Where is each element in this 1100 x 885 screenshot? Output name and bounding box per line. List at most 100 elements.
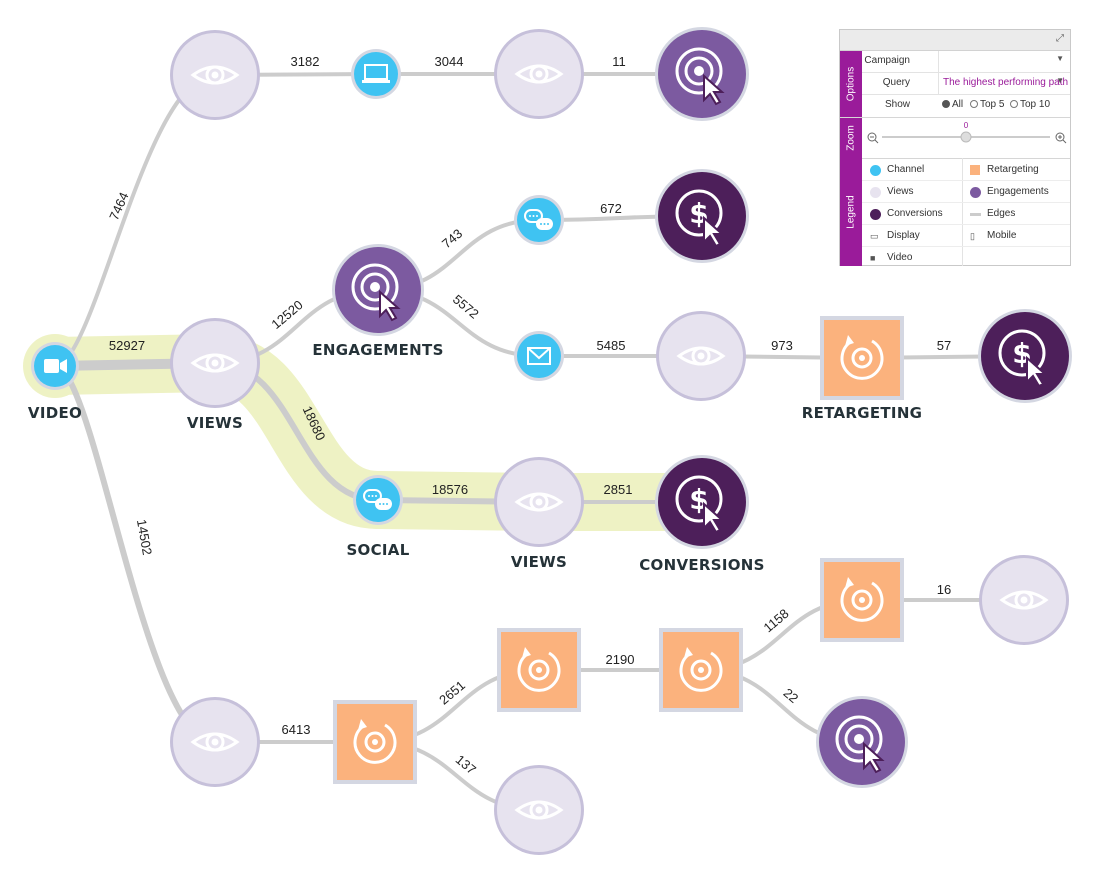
query-row: Query The highest performing path ▼ <box>862 73 1070 95</box>
retarget-icon <box>679 647 723 692</box>
node-v2[interactable] <box>170 318 260 408</box>
node-v1[interactable] <box>170 30 260 120</box>
campaign-select[interactable]: ▼ <box>938 51 1070 72</box>
radio-icon <box>1010 100 1018 108</box>
mobile-icon: ▯ <box>970 231 975 241</box>
node-conv1[interactable]: $ <box>655 169 749 263</box>
edge-label: 12520 <box>268 297 305 332</box>
node-v7[interactable] <box>979 555 1069 645</box>
mail-icon <box>527 347 551 365</box>
node-eng1[interactable] <box>655 27 749 121</box>
eye-icon <box>190 353 240 373</box>
conversion-swatch <box>870 209 881 220</box>
captions-layer: VIDEOVIEWSENGAGEMENTSRETARGETINGSOCIALVI… <box>28 341 922 574</box>
edge-label: 743 <box>439 226 465 251</box>
panel-header: ⤢ <box>840 30 1070 51</box>
edge-label: 2190 <box>606 652 635 667</box>
node-caption-ret1: RETARGETING <box>802 404 923 422</box>
retarget-icon <box>353 719 397 764</box>
node-v6[interactable] <box>494 457 584 547</box>
show-row: Show All Top 5 Top 10 <box>862 95 1070 116</box>
eye-icon <box>676 346 726 366</box>
retargeting-swatch <box>970 165 980 175</box>
show-top10-radio[interactable]: Top 10 <box>1010 99 1050 110</box>
query-label: Query <box>882 77 910 88</box>
edge-label: 16 <box>937 582 951 597</box>
edge-label: 22 <box>781 685 802 706</box>
collapse-icon[interactable]: ⤢ <box>1056 33 1064 44</box>
edge-label: 672 <box>600 201 622 216</box>
engagement-swatch <box>970 187 981 198</box>
node-video[interactable] <box>31 342 79 390</box>
video-camera-icon: ■ <box>870 253 876 263</box>
show-label: Show <box>884 99 910 110</box>
zoom-out-icon[interactable] <box>867 132 879 144</box>
dollar-click-icon: $ <box>998 329 1048 388</box>
radio-checked-icon <box>942 100 950 108</box>
zoom-control: 0 <box>867 121 1067 144</box>
node-caption-eng2: ENGAGEMENTS <box>312 341 443 359</box>
retarget-icon <box>840 335 884 380</box>
edge-label: 5485 <box>597 338 626 353</box>
legend-tab[interactable]: Legend <box>840 158 862 266</box>
show-top5-radio[interactable]: Top 5 <box>970 99 1004 110</box>
edge-label: 3182 <box>291 54 320 69</box>
zoom-tab[interactable]: Zoom <box>840 118 862 158</box>
legend-row-divider <box>862 180 1070 181</box>
legend-row-divider <box>862 202 1070 203</box>
legend-divider <box>962 158 963 266</box>
node-ret2[interactable] <box>333 700 417 784</box>
node-ret5[interactable] <box>820 558 904 642</box>
edge-label: 18576 <box>432 482 468 497</box>
node-v3[interactable] <box>170 697 260 787</box>
node-social[interactable] <box>353 475 403 525</box>
legend-row-divider <box>862 224 1070 225</box>
node-conv2[interactable]: $ <box>978 309 1072 403</box>
dollar-click-icon: $ <box>675 475 725 534</box>
eye-icon <box>514 492 564 512</box>
node-v5[interactable] <box>656 311 746 401</box>
nodes-layer: $ $ $ <box>31 27 1072 855</box>
zoom-slider-thumb[interactable] <box>960 131 972 143</box>
laptop-icon <box>362 64 390 83</box>
zoom-in-icon[interactable] <box>1055 132 1067 144</box>
node-ret3[interactable] <box>497 628 581 712</box>
retarget-icon <box>840 577 884 622</box>
node-ret4[interactable] <box>659 628 743 712</box>
node-v4[interactable] <box>494 29 584 119</box>
node-ret1[interactable] <box>820 316 904 400</box>
node-caption-video: VIDEO <box>28 404 82 422</box>
options-tab[interactable]: Options <box>840 51 862 117</box>
eye-icon <box>514 800 564 820</box>
campaign-label: Campaign <box>864 55 910 66</box>
click-target-icon <box>835 715 885 774</box>
chevron-down-icon: ▼ <box>1056 54 1064 63</box>
click-target-icon <box>675 47 725 106</box>
show-all-radio[interactable]: All <box>942 99 963 110</box>
node-eng3[interactable] <box>816 696 908 788</box>
query-select[interactable]: The highest performing path ▼ <box>938 73 1070 94</box>
chevron-down-icon: ▼ <box>1056 76 1064 85</box>
node-chat1[interactable] <box>514 195 564 245</box>
edge-label: 52927 <box>109 338 145 353</box>
options-panel: ⤢ Options Campaign ▼ Query The highest p… <box>839 29 1071 266</box>
retarget-icon <box>517 647 561 692</box>
eye-icon <box>514 64 564 84</box>
edge-video-v1[interactable] <box>54 73 216 368</box>
edge-label: 2851 <box>604 482 633 497</box>
node-mail[interactable] <box>514 331 564 381</box>
node-v8[interactable] <box>494 765 584 855</box>
options-section: Options Campaign ▼ Query The highest per… <box>840 51 1070 117</box>
edge-label: 973 <box>771 338 793 353</box>
edge-swatch <box>970 213 981 216</box>
node-eng2[interactable] <box>332 244 424 336</box>
views-swatch <box>870 187 881 198</box>
node-disp[interactable] <box>351 49 401 99</box>
edge-label: 14502 <box>134 518 155 556</box>
highlight-path-layer <box>23 334 731 531</box>
node-conv3[interactable]: $ <box>655 455 749 549</box>
node-caption-v2: VIEWS <box>187 414 243 432</box>
edge-label: 57 <box>937 338 951 353</box>
